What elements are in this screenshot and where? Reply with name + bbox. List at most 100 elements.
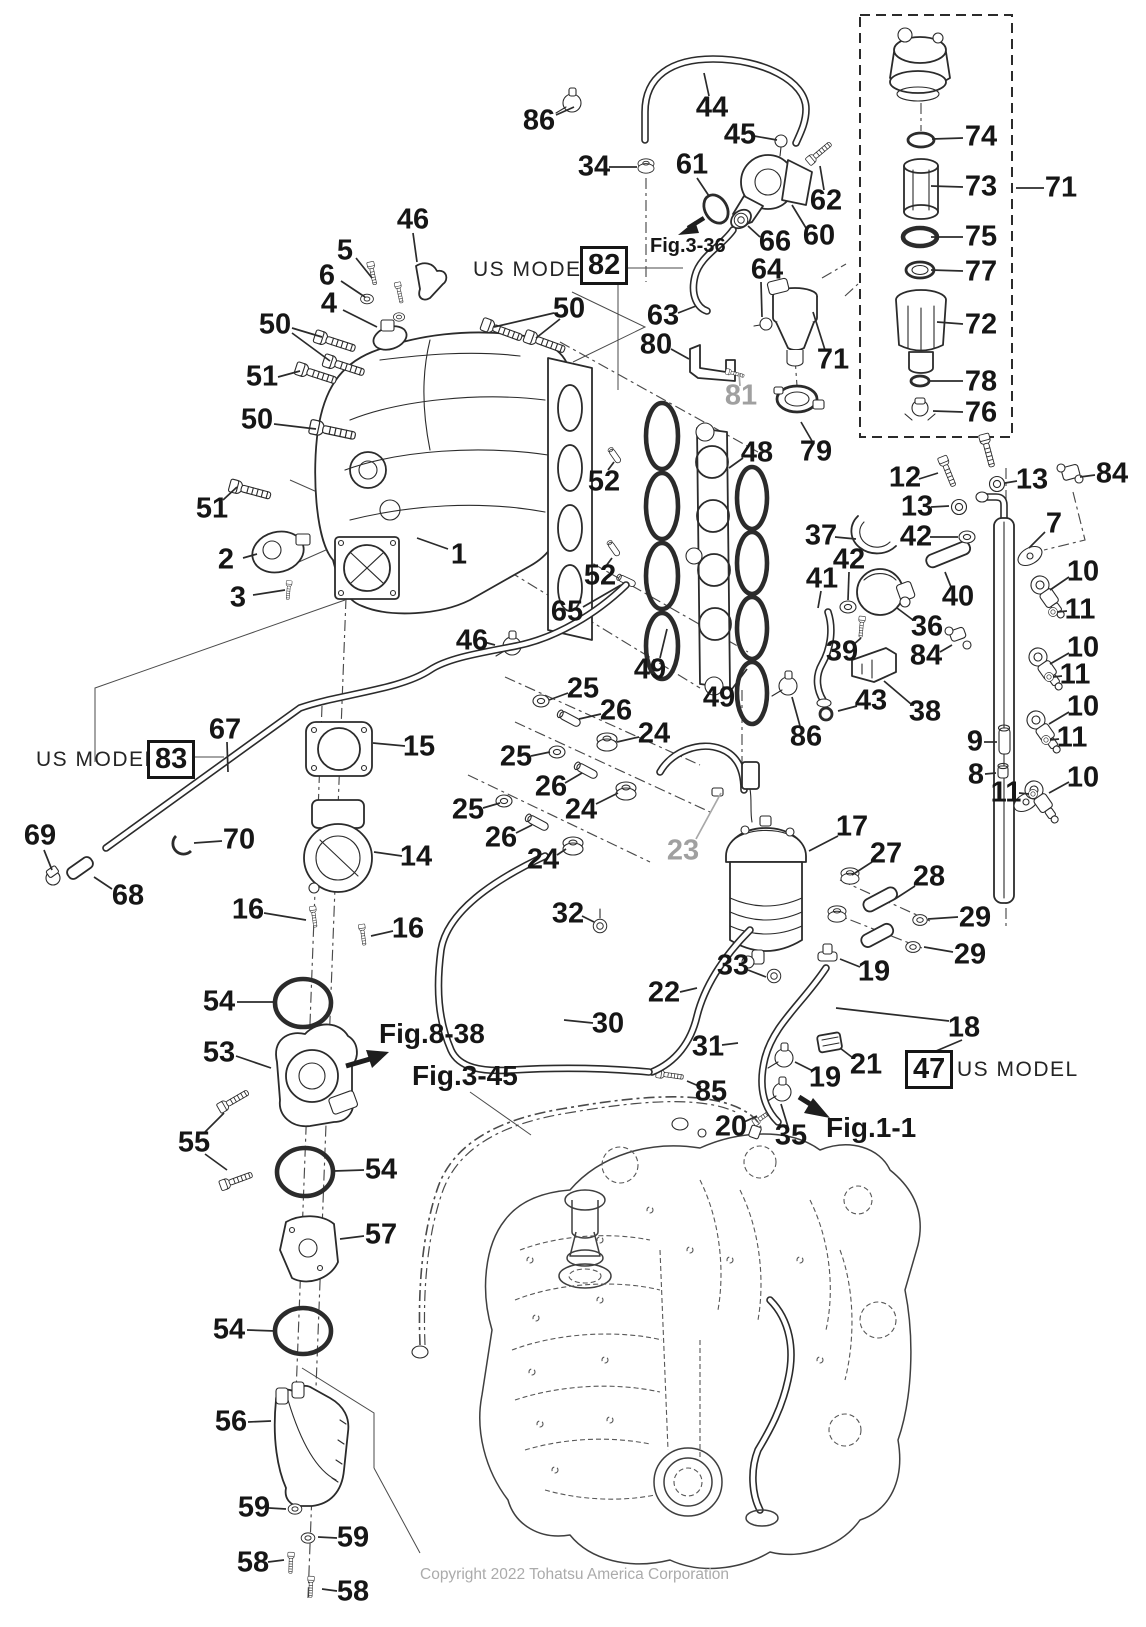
part-callout-18: 18 xyxy=(947,1011,981,1044)
part-callout-42: 42 xyxy=(899,520,933,553)
intake-manifold-drawing xyxy=(227,260,637,657)
part-callout-71: 71 xyxy=(1044,171,1078,204)
part-callout-16: 16 xyxy=(391,912,425,945)
part-callout-54: 54 xyxy=(364,1153,398,1186)
part-callout-61: 61 xyxy=(675,148,709,181)
part-callout-25: 25 xyxy=(566,672,600,705)
part-callout-42: 42 xyxy=(832,543,866,576)
part-callout-24: 24 xyxy=(526,843,560,876)
bottom-stack-drawing xyxy=(215,976,358,1598)
part-callout-7: 7 xyxy=(1045,507,1063,540)
fuel-rail-drawing xyxy=(771,432,1084,904)
part-callout-48: 48 xyxy=(740,436,774,469)
part-callout-72: 72 xyxy=(964,308,998,341)
part-callout-9: 9 xyxy=(966,725,984,758)
part-callout-19: 19 xyxy=(857,955,891,988)
part-callout-15: 15 xyxy=(402,730,436,763)
part-callout-23: 23 xyxy=(666,834,700,867)
part-callout-59: 59 xyxy=(336,1521,370,1554)
part-callout-35: 35 xyxy=(774,1119,808,1152)
part-callout-46: 46 xyxy=(396,203,430,236)
part-callout-46: 46 xyxy=(455,624,489,657)
fig-ref-3-45: Fig.3-45 xyxy=(412,1060,518,1091)
us-model-note-right: US MODEL xyxy=(957,1058,1079,1081)
part-callout-24: 24 xyxy=(564,793,598,826)
part-callout-39: 39 xyxy=(825,635,859,668)
part-callout-62: 62 xyxy=(809,184,843,217)
part-callout-16: 16 xyxy=(231,893,265,926)
part-callout-30: 30 xyxy=(591,1007,625,1040)
fig-ref-8-38: Fig.8-38 xyxy=(379,1018,485,1049)
part-callout-11: 11 xyxy=(1064,593,1096,626)
part-callout-55: 55 xyxy=(177,1126,211,1159)
part-callout-73: 73 xyxy=(964,170,998,203)
part-callout-31: 31 xyxy=(691,1030,725,1063)
part-callout-3: 3 xyxy=(229,581,247,614)
us-model-note-top: US MODEL xyxy=(473,258,595,281)
part-callout-12: 12 xyxy=(888,461,922,494)
part-callout-63: 63 xyxy=(646,299,680,332)
figure-arrows xyxy=(345,216,830,1118)
part-callout-75: 75 xyxy=(964,220,998,253)
part-callout-36: 36 xyxy=(910,610,944,643)
part-callout-76: 76 xyxy=(964,396,998,429)
fuel-filter-assembly-drawing xyxy=(859,14,1013,438)
part-callout-34: 34 xyxy=(577,150,611,183)
part-callout-26: 26 xyxy=(484,821,518,854)
part-callout-20: 20 xyxy=(714,1110,748,1143)
part-callout-50: 50 xyxy=(552,292,586,325)
part-callout-64: 64 xyxy=(750,253,784,286)
fig-ref-1-1: Fig.1-1 xyxy=(826,1112,917,1143)
part-callout-56: 56 xyxy=(214,1405,248,1438)
fig-ref-3-36: Fig.3-36 xyxy=(650,235,726,257)
part-callout-11: 11 xyxy=(990,776,1022,809)
part-callout-81: 81 xyxy=(724,379,758,412)
part-callout-54: 54 xyxy=(212,1313,246,1346)
intake-gaskets-drawing xyxy=(643,400,770,727)
part-callout-49: 49 xyxy=(633,653,667,686)
part-callout-2: 2 xyxy=(217,543,235,576)
part-callout-77: 77 xyxy=(964,255,998,288)
part-callout-58: 58 xyxy=(336,1575,370,1608)
part-callout-69: 69 xyxy=(23,819,57,852)
part-callout-17: 17 xyxy=(835,810,869,843)
part-callout-71: 71 xyxy=(816,343,850,376)
part-callout-22: 22 xyxy=(647,976,681,1009)
engine-block-drawing xyxy=(411,1096,921,1570)
part-callout-44: 44 xyxy=(695,91,729,124)
part-callout-60: 60 xyxy=(802,219,836,252)
part-callout-32: 32 xyxy=(551,897,585,930)
part-callout-58: 58 xyxy=(236,1546,270,1579)
part-callout-78: 78 xyxy=(964,365,998,398)
part-callout-52: 52 xyxy=(587,465,621,498)
part-callout-41: 41 xyxy=(805,562,839,595)
part-callout-74: 74 xyxy=(964,120,998,153)
hoses-and-small-parts-drawing xyxy=(45,581,653,1076)
copyright-notice: Copyright 2022 Tohatsu America Corporati… xyxy=(420,1566,730,1583)
part-callout-49: 49 xyxy=(702,681,736,714)
part-callout-24: 24 xyxy=(637,717,671,750)
part-callout-19: 19 xyxy=(808,1061,842,1094)
part-callout-54: 54 xyxy=(202,985,236,1018)
part-callout-59: 59 xyxy=(237,1491,271,1524)
part-callout-53: 53 xyxy=(202,1036,236,1069)
part-callout-51: 51 xyxy=(195,492,229,525)
part-callout-84: 84 xyxy=(909,639,943,672)
part-callout-45: 45 xyxy=(723,118,757,151)
part-callout-5: 5 xyxy=(336,234,354,267)
part-callout-26: 26 xyxy=(534,770,568,803)
part-callout-25: 25 xyxy=(499,740,533,773)
part-callout-84: 84 xyxy=(1095,457,1129,490)
part-callout-13: 13 xyxy=(1015,463,1049,496)
part-callout-28: 28 xyxy=(912,860,946,893)
part-callout-66: 66 xyxy=(758,225,792,258)
part-callout-6: 6 xyxy=(318,259,336,292)
group-box-82: 82 xyxy=(580,246,629,286)
part-callout-65: 65 xyxy=(550,595,584,628)
part-callout-57: 57 xyxy=(364,1218,398,1251)
part-callout-25: 25 xyxy=(451,793,485,826)
part-callout-38: 38 xyxy=(908,695,942,728)
part-callout-29: 29 xyxy=(953,938,987,971)
